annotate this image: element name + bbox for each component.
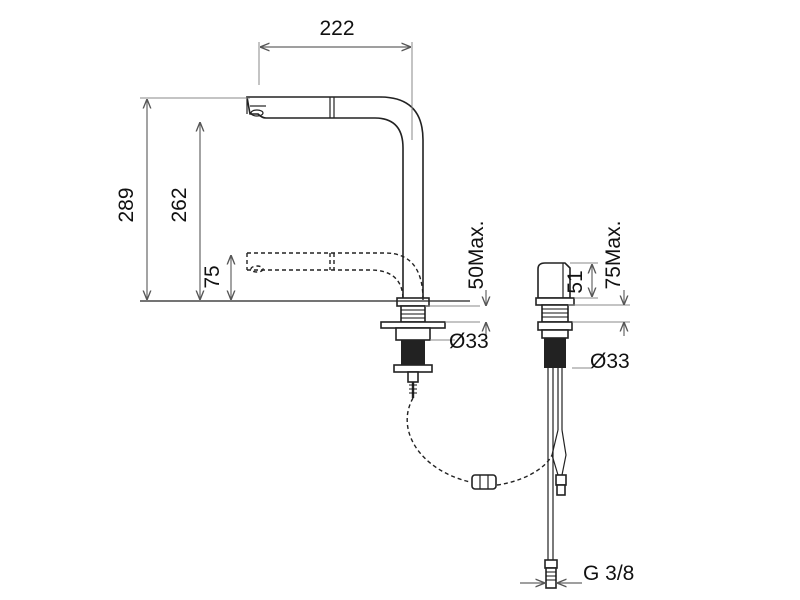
dim-label-total-height: 289 [115, 187, 138, 222]
dimension-75: 75 [201, 255, 231, 300]
dim-label-spout-reach: 222 [319, 17, 354, 40]
dimension-bore-right: Ø33 [572, 350, 630, 373]
dim-label-deck-max-right: 75Max. [602, 221, 625, 290]
dim-label-deck-max-left: 50Max. [465, 221, 488, 290]
dimension-262: 262 [168, 122, 200, 300]
dimension-75max: 75Max. [568, 221, 630, 336]
dim-label-bore-right: Ø33 [590, 350, 630, 373]
dimension-222: 222 [258, 17, 413, 140]
faucet-body [140, 96, 470, 307]
dimension-thread: G 3/8 [520, 562, 634, 585]
dimension-51: 51 [564, 262, 598, 299]
valve-assembly-right [535, 262, 575, 589]
mounting-assembly-left [380, 305, 446, 398]
dim-label-handle-height: 51 [564, 270, 587, 293]
dimension-289: 289 [115, 97, 250, 300]
dim-label-outlet-height: 262 [168, 187, 191, 222]
dim-label-connection-thread: G 3/8 [583, 562, 634, 585]
dim-label-pulled-height: 75 [201, 265, 224, 288]
dim-label-bore-left: Ø33 [449, 330, 489, 353]
pulled-out-spout [246, 252, 424, 301]
dimension-bore-left: Ø33 [430, 330, 489, 353]
hose-path [406, 397, 553, 490]
dimension-50max: 50Max. [425, 221, 488, 336]
